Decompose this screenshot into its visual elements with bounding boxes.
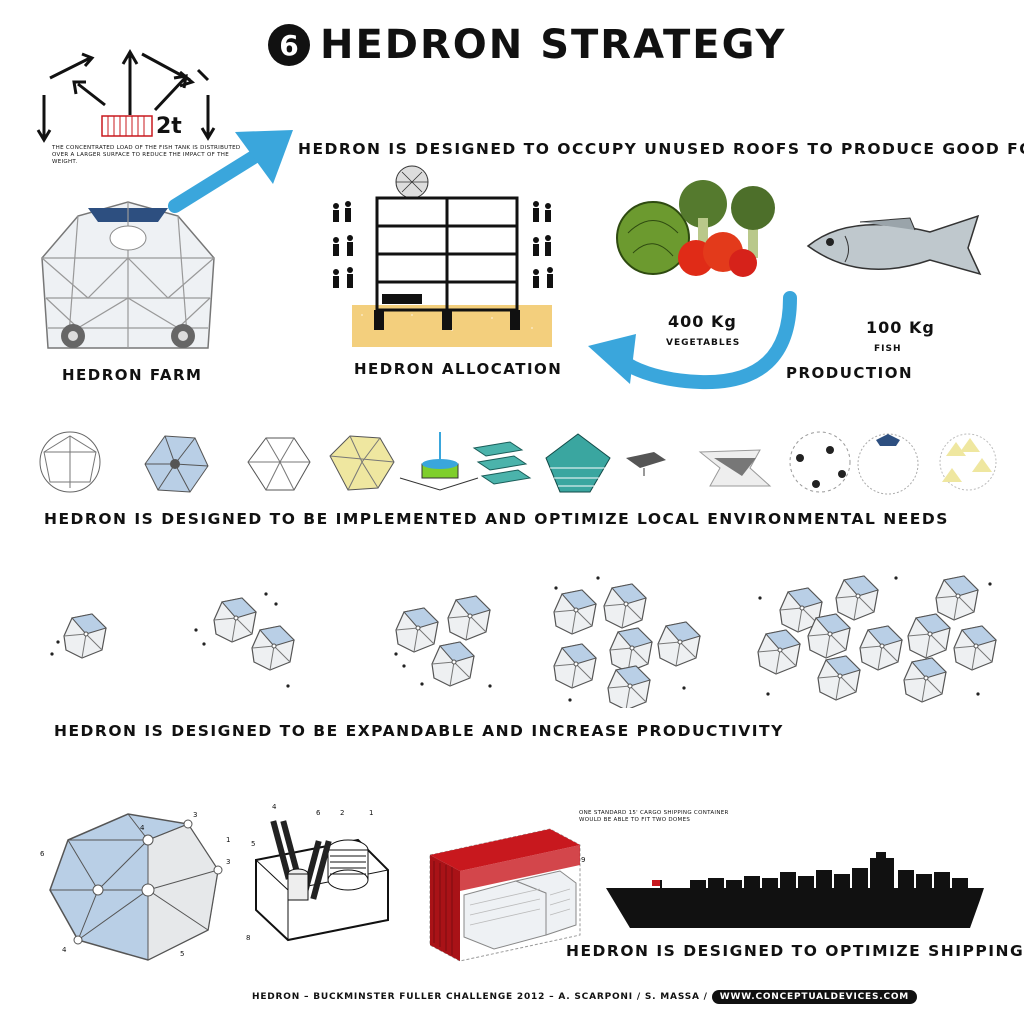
hedron-farm-illustration xyxy=(41,201,215,349)
base-callout-1: 4 xyxy=(272,803,277,811)
cluster-5 xyxy=(757,575,997,703)
shipping-note: ONE STANDARD 15' CARGO SHIPPING CONTAINE… xyxy=(579,810,729,823)
cluster-3 xyxy=(394,595,492,688)
container-callout: 9 xyxy=(581,856,586,864)
base-callout-2: 6 xyxy=(316,809,321,817)
cluster-1 xyxy=(50,613,107,659)
cluster-4 xyxy=(553,576,701,708)
components-row xyxy=(39,431,997,495)
solar-panel-icon xyxy=(626,452,666,476)
dome-callout-1: 3 xyxy=(193,811,198,819)
vegetables-illustration xyxy=(616,180,775,277)
dome-callout-6: 4 xyxy=(62,946,67,954)
footer-credits: HEDRON – BUCKMINSTER FULLER CHALLENGE 20… xyxy=(252,992,708,1002)
cluster-2 xyxy=(194,592,295,688)
fish-illustration xyxy=(806,214,982,276)
yellow-panel-dome-icon xyxy=(329,435,395,491)
triangle-panels-dome-icon xyxy=(939,433,997,491)
dome-callout-4: 1 xyxy=(226,836,231,844)
vertical-garden-icon xyxy=(545,433,611,493)
dome-callout-3: 6 xyxy=(40,850,45,858)
solar-cap-dome-icon xyxy=(857,433,919,495)
weight-note: THE CONCENTRATED LOAD OF THE FISH TANK I… xyxy=(52,145,241,165)
base-callout-3: 2 xyxy=(340,809,345,817)
big-arrow-icon xyxy=(168,130,293,213)
section-number-badge: 6 xyxy=(268,24,310,66)
label-hedron-farm: HEDRON FARM xyxy=(62,366,203,384)
headline-expandable: HEDRON IS DESIGNED TO BE EXPANDABLE AND … xyxy=(54,722,784,740)
footer-website-link[interactable]: WWW.CONCEPTUALDEVICES.COM xyxy=(711,990,918,1004)
dotted-dome-icon xyxy=(789,431,851,493)
base-callout-6: 8 xyxy=(246,934,251,942)
headline-roofs: HEDRON IS DESIGNED TO OCCUPY UNUSED ROOF… xyxy=(298,140,1024,158)
weight-distribution-diagram xyxy=(36,49,216,143)
fish-qty: 100 Kg xyxy=(866,318,935,337)
shipping-container-illustration xyxy=(429,828,581,962)
stacked-trays-icon xyxy=(472,441,532,485)
dome-structure-illustration xyxy=(49,813,223,961)
dome-callout-7: 5 xyxy=(180,950,185,958)
base-callout-5: 5 xyxy=(251,840,256,848)
headline-shipping: HEDRON IS DESIGNED TO OPTIMIZE SHIPPING xyxy=(566,942,1024,960)
weight-value: 2t xyxy=(156,114,182,139)
hedron-allocation-illustration xyxy=(333,165,553,347)
page-title: 6 HEDRON STRATEGY xyxy=(268,22,786,68)
white-dome-icon xyxy=(247,437,311,491)
dome-callout-5: 3 xyxy=(226,858,231,866)
label-production: PRODUCTION xyxy=(786,364,914,382)
production-arrow-icon xyxy=(588,291,797,390)
membrane-icon xyxy=(698,449,772,487)
vegetables-qty: 400 Kg xyxy=(668,312,737,331)
wireframe-dome-icon xyxy=(39,431,101,493)
blue-dome-icon xyxy=(144,435,209,493)
base-callout-4: 1 xyxy=(369,809,374,817)
dome-callout-2: 4 xyxy=(140,824,145,832)
vegetables-unit: VEGETABLES xyxy=(666,338,741,348)
fish-tank-icon xyxy=(399,432,479,491)
fish-unit: FISH xyxy=(874,344,902,354)
title-text: HEDRON STRATEGY xyxy=(320,22,787,68)
label-hedron-allocation: HEDRON ALLOCATION xyxy=(354,360,563,378)
headline-local-needs: HEDRON IS DESIGNED TO BE IMPLEMENTED AND… xyxy=(44,510,949,528)
expansion-clusters xyxy=(50,575,997,708)
base-tanks-illustration xyxy=(255,820,389,942)
footer: HEDRON – BUCKMINSTER FULLER CHALLENGE 20… xyxy=(252,990,918,1004)
cargo-ship-icon xyxy=(606,852,984,928)
